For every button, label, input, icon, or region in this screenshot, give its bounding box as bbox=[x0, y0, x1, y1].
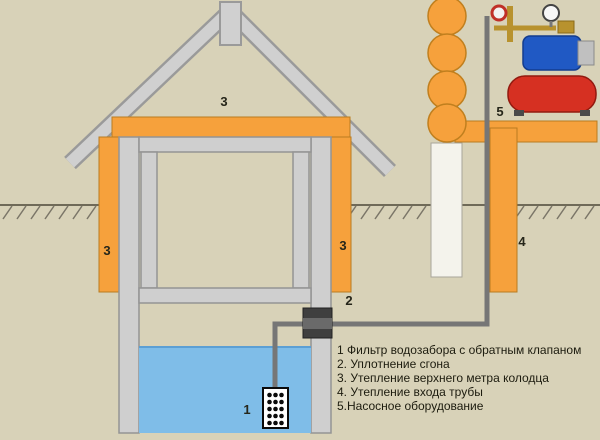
tank-leg bbox=[514, 110, 524, 116]
well-house bbox=[98, 116, 352, 434]
insulation-pipe-entry-band bbox=[489, 127, 518, 293]
legend-line-5: 5.Насосное оборудование bbox=[337, 399, 484, 413]
legend: 1 Фильтр водозабора с обратным клапаном … bbox=[337, 343, 581, 413]
roof bbox=[64, 1, 397, 178]
pressure-gauge-icon bbox=[490, 4, 508, 22]
pipe-entry-structure bbox=[430, 120, 598, 293]
label-pipe-entry: 4 bbox=[518, 234, 526, 249]
seal-block-highlight bbox=[303, 318, 332, 329]
insulation-right-band bbox=[330, 136, 352, 293]
frame-post-right bbox=[292, 151, 310, 289]
label-seal: 2 bbox=[345, 293, 352, 308]
red-tank bbox=[507, 75, 597, 113]
label-insulation-right: 3 bbox=[339, 238, 346, 253]
insulation-ceiling-band bbox=[454, 120, 598, 143]
log-wall bbox=[427, 0, 467, 143]
log-circle bbox=[427, 103, 467, 143]
log-circle bbox=[427, 33, 467, 73]
label-insulation-left: 3 bbox=[103, 243, 110, 258]
frame-bottom-beam bbox=[138, 287, 312, 304]
frame-post-left bbox=[140, 151, 158, 289]
insulation-left-band bbox=[98, 136, 120, 293]
label-pump-station: 5 bbox=[496, 104, 503, 119]
label-filter: 1 bbox=[243, 402, 250, 417]
roof-ridge-post bbox=[219, 1, 242, 46]
legend-line-1: 1 Фильтр водозабора с обратным клапаном bbox=[337, 343, 581, 357]
roof-rafter-right bbox=[224, 5, 395, 176]
blue-pump-body bbox=[522, 35, 582, 71]
brass-fitting bbox=[557, 20, 575, 34]
intake-filter bbox=[262, 387, 289, 429]
pipe-seal bbox=[302, 307, 333, 339]
insulation-top-band bbox=[111, 116, 351, 138]
legend-line-2: 2. Уплотнение сгона bbox=[337, 357, 450, 371]
supply-pipe bbox=[272, 16, 490, 392]
legend-line-4: 4. Утепление входа трубы bbox=[337, 385, 483, 399]
pump-station-image bbox=[490, 4, 597, 116]
log-circle bbox=[427, 0, 467, 36]
tank-leg bbox=[580, 110, 590, 116]
roof-rafter-left bbox=[65, 5, 236, 168]
legend-line-3: 3. Утепление верхнего метра колодца bbox=[337, 371, 549, 385]
motor-cap bbox=[577, 40, 595, 66]
well-wall-right bbox=[310, 136, 332, 434]
filter-holes bbox=[267, 392, 284, 426]
well-wall-left bbox=[118, 136, 140, 434]
label-insulation-top: 3 bbox=[220, 94, 227, 109]
foundation-panel bbox=[430, 142, 463, 278]
pressure-gauge-icon bbox=[542, 4, 560, 22]
frame-top-beam bbox=[138, 136, 312, 153]
